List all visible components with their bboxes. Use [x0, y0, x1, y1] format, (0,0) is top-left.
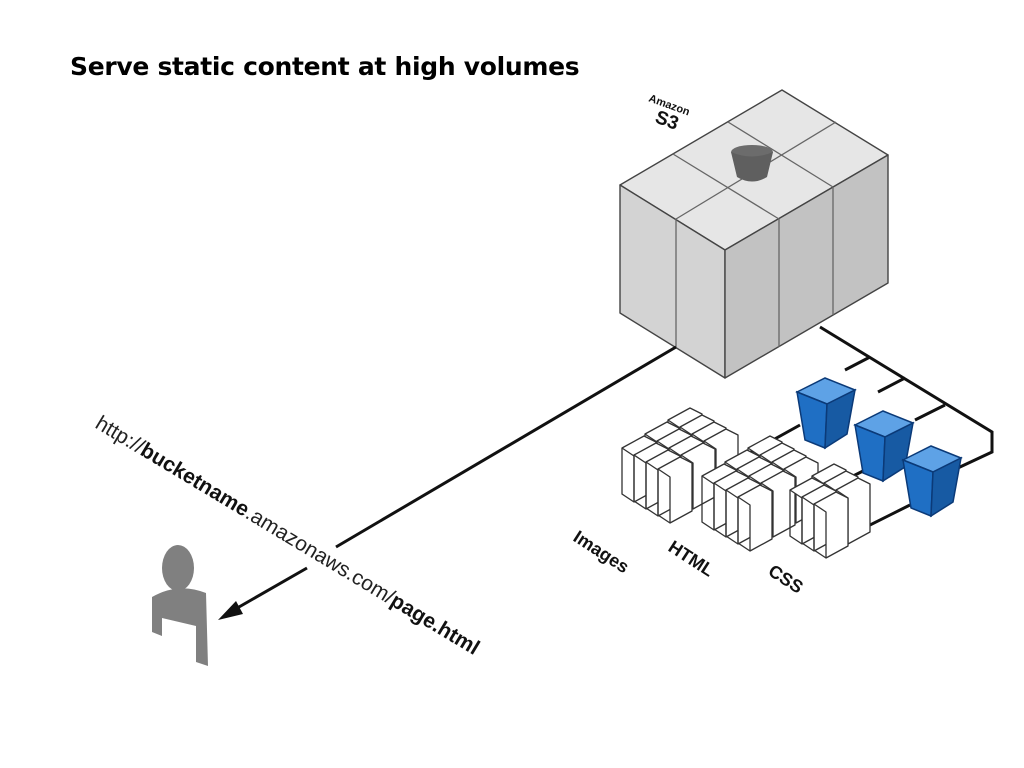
label-images: Images [570, 527, 633, 578]
label-html: HTML [665, 537, 718, 581]
user-icon [152, 545, 208, 666]
url-label: http://bucketname.amazonaws.com/page.htm… [91, 412, 483, 660]
blue-bucket-icon [796, 377, 856, 449]
s3-server-block [619, 89, 889, 379]
response-arrow [218, 566, 308, 620]
url-page: page.html [387, 589, 484, 660]
blue-bucket-icon [902, 445, 962, 517]
s3-bucket-icon [731, 145, 773, 182]
url-bucket: bucketname [136, 439, 253, 522]
slide-title: Serve static content at high volumes [70, 52, 580, 81]
request-line [335, 345, 677, 549]
label-css: CSS [765, 561, 807, 598]
